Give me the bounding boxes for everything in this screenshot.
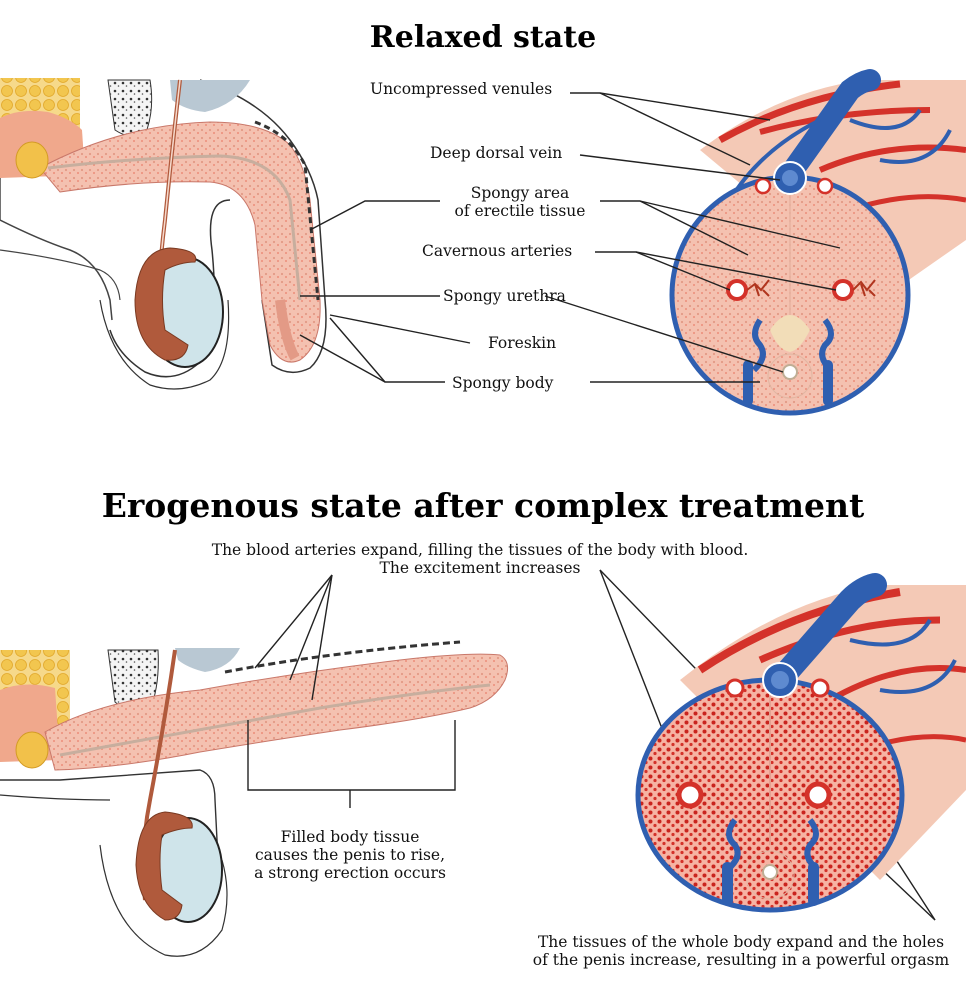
arteries-note-line2: The excitement increases [379,559,581,577]
tissue-expand-note: The tissues of the whole body expand and… [518,933,964,969]
relaxed-cross-section [669,69,966,416]
arteries-note: The blood arteries expand, filling the t… [150,541,810,577]
relaxed-leader-lines [299,92,841,383]
label-spongy-urethra: Spongy urethra [443,287,566,305]
erect-side-view [0,640,509,957]
label-cavernous-arteries: Cavernous arteries [422,242,573,260]
erogenous-state-title: Erogenous state after complex treatment [101,486,865,525]
label-spongy-body: Spongy body [452,374,554,392]
filled-tissue-note-line3: a strong erection occurs [254,864,446,882]
label-uncompressed-venules: Uncompressed venules [370,80,553,98]
label-spongy-area-line1: Spongy area [470,184,570,202]
filled-tissue-note-line2: causes the penis to rise, [254,846,446,864]
tissue-expand-note-line1: The tissues of the whole body expand and… [537,933,945,951]
arteries-note-line1: The blood arteries expand, filling the t… [211,541,749,559]
label-deep-dorsal-vein: Deep dorsal vein [430,144,563,162]
label-spongy-area: Spongy area of erectile tissue [440,184,600,220]
relaxed-side-view [0,78,327,390]
label-spongy-area-line2: of erectile tissue [454,202,586,220]
filled-tissue-note: Filled body tissue causes the penis to r… [235,828,465,882]
relaxed-state-title: Relaxed state [369,20,597,55]
tissue-expand-note-line2: of the penis increase, resulting in a po… [532,951,950,969]
label-foreskin: Foreskin [488,334,557,352]
erect-cross-section [635,573,966,913]
filled-tissue-note-line1: Filled body tissue [280,828,420,846]
